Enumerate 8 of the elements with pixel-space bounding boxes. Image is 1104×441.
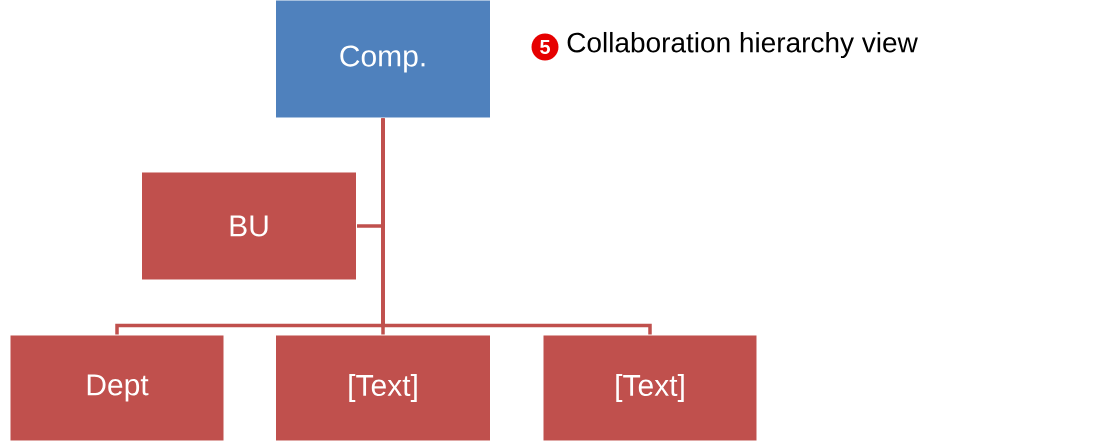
org-box: [Text]: [542, 334, 758, 441]
assistant-box: BU: [141, 171, 357, 281]
view-title: Collaboration hierarchy view: [567, 31, 918, 59]
number-badge: 5: [531, 33, 559, 61]
org-box: [Text]: [275, 334, 491, 441]
org-box: Dept: [9, 334, 225, 441]
org-box: Comp.: [275, 0, 491, 119]
connector-line: [381, 118, 652, 335]
